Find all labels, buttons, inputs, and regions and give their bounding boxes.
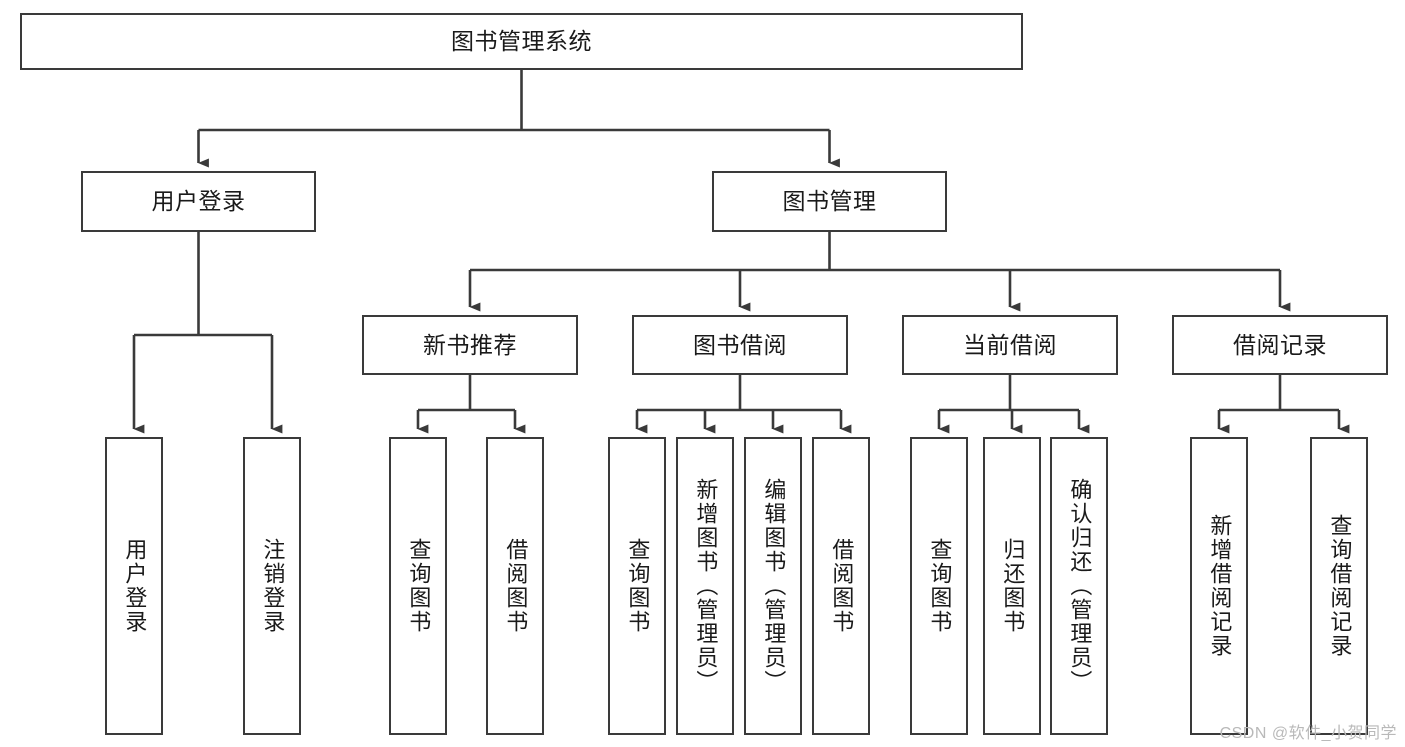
leaf-return-book-label: 归还图书 <box>1000 538 1026 634</box>
node-current-borrow-label: 当前借阅 <box>963 331 1057 358</box>
node-user-login-label: 用户登录 <box>151 188 246 215</box>
leaf-query-book-cb-label: 查询图书 <box>927 538 953 634</box>
leaf-confirm-return-admin[interactable]: 确认归还（管理员） <box>1050 437 1108 735</box>
leaf-query-borrow-record-label: 查询借阅记录 <box>1327 514 1353 658</box>
leaf-add-book-admin[interactable]: 新增图书（管理员） <box>676 437 734 735</box>
node-root-label: 图书管理系统 <box>451 28 592 55</box>
node-current-borrow[interactable]: 当前借阅 <box>902 315 1118 375</box>
leaf-logout-label: 注销登录 <box>260 538 286 634</box>
leaf-user-login[interactable]: 用户登录 <box>105 437 163 735</box>
node-book-management[interactable]: 图书管理 <box>712 171 947 232</box>
node-book-borrow[interactable]: 图书借阅 <box>632 315 848 375</box>
leaf-borrow-book-nbr-label: 借阅图书 <box>503 538 529 634</box>
leaf-query-book-nbr-label: 查询图书 <box>406 538 432 634</box>
leaf-query-book-cb[interactable]: 查询图书 <box>910 437 968 735</box>
leaf-query-book-nbr[interactable]: 查询图书 <box>389 437 447 735</box>
leaf-add-borrow-record[interactable]: 新增借阅记录 <box>1190 437 1248 735</box>
leaf-query-book-bb[interactable]: 查询图书 <box>608 437 666 735</box>
leaf-logout[interactable]: 注销登录 <box>243 437 301 735</box>
csdn-watermark: CSDN @软件_小贺同学 <box>1219 725 1397 742</box>
node-new-book-recommend[interactable]: 新书推荐 <box>362 315 578 375</box>
leaf-borrow-book-bb-label: 借阅图书 <box>829 538 855 634</box>
leaf-confirm-return-admin-label: 确认归还（管理员） <box>1067 478 1093 694</box>
leaf-add-book-admin-label: 新增图书（管理员） <box>693 478 719 694</box>
node-borrow-record-label: 借阅记录 <box>1233 331 1327 358</box>
node-book-borrow-label: 图书借阅 <box>693 331 787 358</box>
leaf-borrow-book-bb[interactable]: 借阅图书 <box>812 437 870 735</box>
node-root[interactable]: 图书管理系统 <box>20 13 1023 70</box>
leaf-query-borrow-record[interactable]: 查询借阅记录 <box>1310 437 1368 735</box>
leaf-query-book-bb-label: 查询图书 <box>625 538 651 634</box>
leaf-edit-book-admin-label: 编辑图书（管理员） <box>761 478 787 694</box>
node-book-management-label: 图书管理 <box>782 188 877 215</box>
leaf-borrow-book-nbr[interactable]: 借阅图书 <box>486 437 544 735</box>
node-user-login[interactable]: 用户登录 <box>81 171 316 232</box>
leaf-add-borrow-record-label: 新增借阅记录 <box>1207 514 1233 658</box>
leaf-edit-book-admin[interactable]: 编辑图书（管理员） <box>744 437 802 735</box>
node-new-book-recommend-label: 新书推荐 <box>423 331 517 358</box>
leaf-return-book[interactable]: 归还图书 <box>983 437 1041 735</box>
leaf-user-login-label: 用户登录 <box>122 538 148 634</box>
node-borrow-record[interactable]: 借阅记录 <box>1172 315 1388 375</box>
